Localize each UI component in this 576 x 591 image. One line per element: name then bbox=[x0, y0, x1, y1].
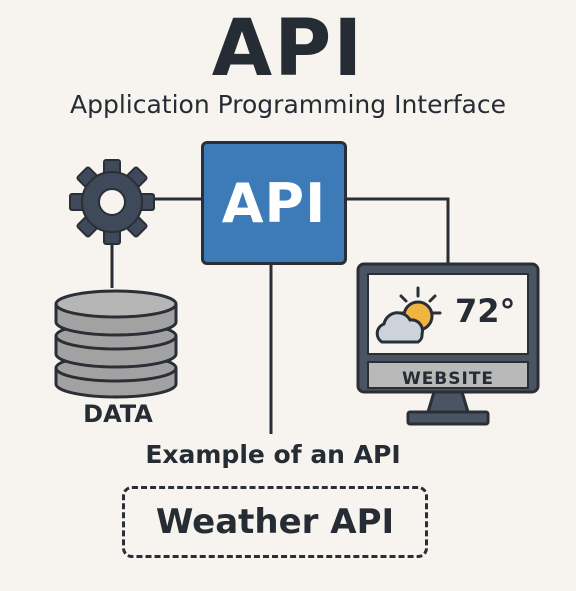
api-to-website-line bbox=[347, 197, 450, 265]
example-caption: Example of an API bbox=[145, 440, 401, 469]
page-subtitle: Application Programming Interface bbox=[70, 90, 506, 119]
website-monitor bbox=[356, 262, 540, 426]
gear-icon bbox=[69, 159, 155, 245]
api-node: API bbox=[201, 141, 347, 265]
data-label: DATA bbox=[83, 400, 153, 428]
website-label: WEBSITE bbox=[401, 369, 495, 389]
temperature-readout: 72° bbox=[455, 292, 516, 330]
partly-cloudy-icon bbox=[375, 286, 442, 344]
database-icon bbox=[54, 289, 178, 399]
page-title: API bbox=[211, 4, 365, 94]
weather-api-box: Weather API bbox=[122, 486, 428, 558]
